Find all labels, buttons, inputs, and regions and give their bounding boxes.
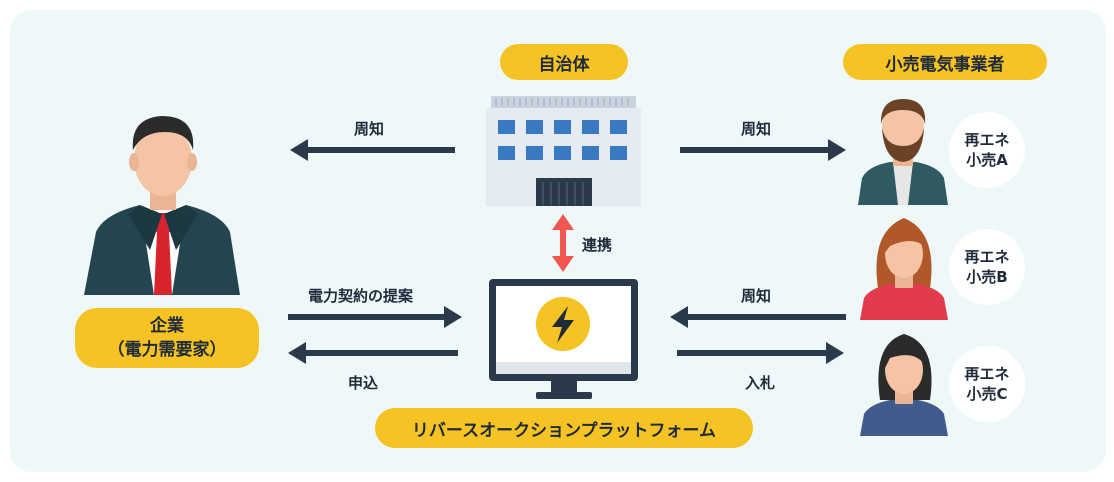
retailer-b-line1: 再エネ [964, 248, 1010, 266]
arrow-proposal [288, 306, 462, 328]
flow-label-proposal: 電力契約の提案 [308, 287, 414, 305]
lightning-icon [536, 297, 590, 351]
retailer-woman-icon [860, 334, 948, 436]
retailer-c-line2: 小売C [966, 385, 1008, 403]
retailer-bubble-b: 再エネ 小売B [949, 229, 1025, 305]
retailer-a-line2: 小売A [966, 151, 1008, 169]
retailers-label: 小売電気事業者 [843, 44, 1047, 80]
company-name: 企業 [150, 316, 184, 336]
flow-label-application: 申込 [348, 374, 379, 392]
retailer-c-line1: 再エネ [964, 365, 1010, 383]
flow-label-collaboration: 連携 [582, 236, 613, 254]
arrow-notify-platform [670, 306, 846, 328]
arrow-notify-company [290, 139, 455, 161]
building-icon [486, 96, 641, 206]
arrow-collaboration [552, 214, 574, 272]
municipality-label: 自治体 [500, 44, 628, 80]
retailer-bubble-c: 再エネ 小売C [949, 346, 1025, 422]
retailer-man-icon [858, 99, 948, 205]
arrow-bid [677, 342, 844, 364]
arrow-notify-retailer [680, 139, 846, 161]
businessman-icon [84, 116, 240, 295]
flow-label-notify-platform: 周知 [741, 287, 772, 305]
flow-label-notify-retailer: 周知 [741, 120, 772, 138]
flow-label-bid: 入札 [745, 374, 776, 392]
retailer-b-line2: 小売B [966, 268, 1008, 286]
platform-label: リバースオークションプラットフォーム [375, 408, 753, 448]
retailer-bubble-a: 再エネ 小売A [949, 112, 1025, 188]
flow-label-notify-company: 周知 [354, 120, 385, 138]
company-label: 企業 （電力需要家） [75, 308, 259, 368]
retailer-a-line1: 再エネ [964, 131, 1010, 149]
arrow-application [288, 342, 458, 364]
company-subtitle: （電力需要家） [107, 340, 227, 360]
retailer-woman-icon [860, 218, 948, 320]
